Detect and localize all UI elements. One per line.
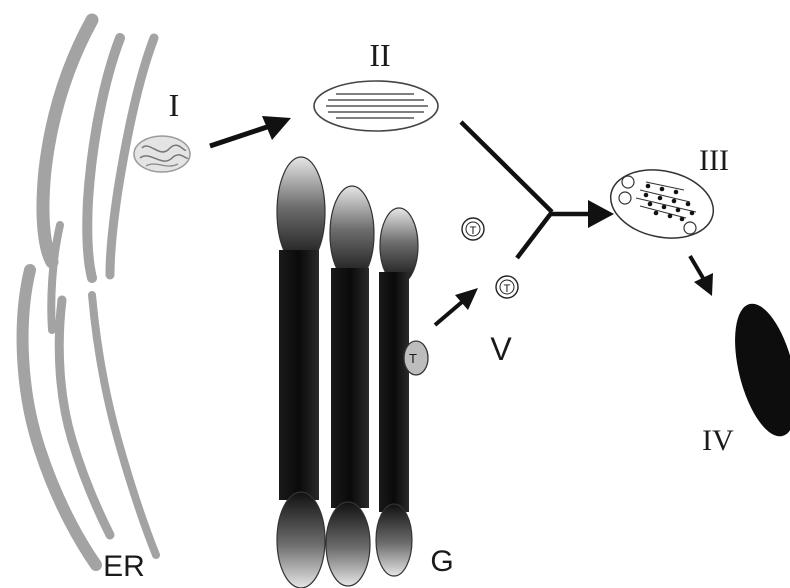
label-stage-4: IV	[702, 424, 734, 457]
vesicle-marker: T	[504, 283, 511, 295]
merge-arrow-to-iii	[461, 122, 614, 258]
er-cisternae	[23, 20, 156, 565]
transport-vesicle: T	[496, 276, 518, 298]
transport-vesicle: T	[462, 218, 484, 240]
label-stage-3: III	[699, 144, 729, 177]
golgi-stack	[277, 157, 325, 588]
label-stage-1: I	[169, 87, 180, 123]
er-cisterna	[59, 300, 110, 535]
label-golgi: G	[430, 545, 453, 578]
golgi-stack	[376, 208, 418, 576]
vesicle-marker: T	[470, 225, 477, 237]
golgi-stack	[326, 186, 374, 586]
stage-2-vesicle	[314, 81, 438, 131]
arrow-i-to-ii	[210, 116, 291, 146]
arrow-iii-to-iv	[690, 256, 713, 296]
label-stage-5: V	[490, 331, 512, 367]
label-stage-2: II	[369, 37, 390, 73]
bud-marker: T	[409, 351, 417, 366]
arrow-golgi-to-vesicles	[435, 288, 478, 325]
golgi-bud-vesicle: T	[404, 341, 428, 375]
golgi-stacks: T	[277, 157, 428, 588]
label-er: ER	[103, 550, 145, 583]
er-exit-bud	[134, 136, 190, 172]
stage-4-granule	[723, 297, 790, 442]
